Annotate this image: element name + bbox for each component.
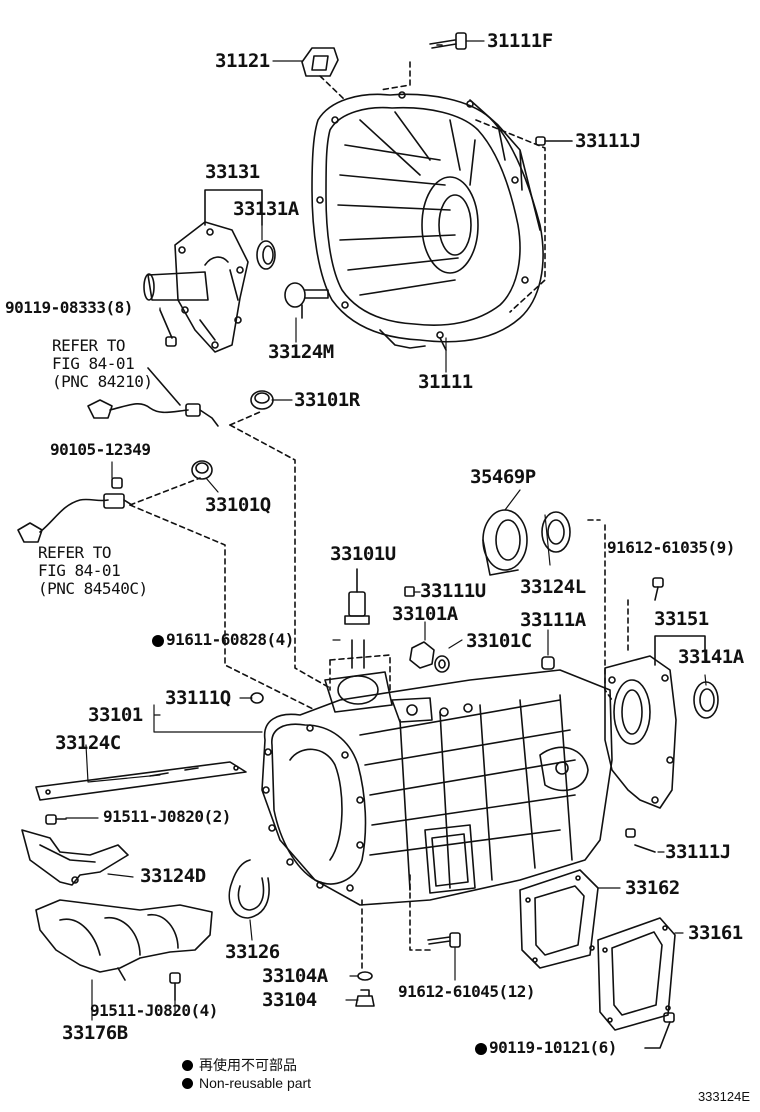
part-label-33124c: 33124C [55, 732, 121, 754]
pin-33111j-right-shape [625, 828, 656, 853]
part-label-31111f: 31111F [487, 30, 553, 52]
legend-line-japanese: 再使用不可部品 [182, 1055, 297, 1075]
reference-note-84540c: REFER TO FIG 84-01 (PNC 84540C) [38, 544, 148, 598]
reference-line-1: REFER TO [52, 336, 126, 355]
part-label-33124m: 33124M [268, 341, 334, 363]
plate-33124c-shape [35, 761, 247, 801]
bolt-91612-61045-shape [427, 932, 461, 948]
washer-33104a-shape [357, 971, 373, 981]
part-label-33101a: 33101A [392, 603, 458, 625]
seal-35469p-shape [482, 509, 528, 576]
part-label-90119-10121: 90119-10121(6) [475, 1040, 617, 1056]
part-label-33101c: 33101C [466, 630, 532, 652]
legend-line-english: Non-reusable part [182, 1075, 311, 1091]
cover-33176b-shape [35, 899, 213, 981]
part-label-33101r: 33101R [294, 389, 360, 411]
seal-33124l-shape [541, 511, 571, 553]
non-reusable-dot-icon [182, 1060, 193, 1071]
part-label-33101: 33101 [88, 704, 143, 726]
part-label-33111j-right: 33111J [665, 841, 731, 863]
part-label-33124l: 33124L [520, 576, 586, 598]
part-label-33104a: 33104A [262, 965, 328, 987]
part-label-33101q: 33101Q [205, 494, 271, 516]
oil-seal-33131a-shape [256, 240, 276, 270]
cap-33111u-shape [404, 586, 415, 597]
bolt-31111f-shape [379, 32, 467, 91]
part-number-text: 90119-10121(6) [489, 1038, 617, 1057]
reference-note-84210: REFER TO FIG 84-01 (PNC 84210) [52, 336, 153, 391]
part-label-90119-08333: 90119-08333(8) [5, 298, 133, 317]
nut-33101a-shape [409, 641, 435, 669]
plug-33111q-shape [250, 692, 264, 704]
transmission-case-33101-shape [261, 568, 613, 906]
non-reusable-dot-icon [182, 1078, 193, 1089]
non-reusable-dot-icon [475, 1042, 487, 1055]
part-label-91511-j0820-4: 91511-J0820(4) [90, 1001, 218, 1020]
shaft-33124m-shape [284, 282, 329, 319]
part-label-35469p: 35469P [470, 466, 536, 488]
reference-line-2: FIG 84-01 [52, 353, 135, 373]
oil-seal-33141a-shape [693, 681, 719, 719]
part-label-31111: 31111 [418, 371, 473, 393]
part-label-33111q: 33111Q [165, 687, 231, 709]
reference-line-2: FIG 84-01 [38, 560, 121, 580]
figure-code: 333124E [697, 1089, 750, 1104]
part-label-33126: 33126 [225, 941, 280, 963]
part-label-33131: 33131 [205, 161, 260, 183]
bolt-91612-61035-shape [652, 577, 664, 601]
clutch-housing-shape [311, 91, 544, 351]
part-label-33151: 33151 [654, 608, 709, 630]
pin-33111a-shape [541, 656, 555, 670]
reference-line-1: REFER TO [38, 543, 112, 562]
gasket-33162-shape [519, 869, 599, 969]
part-label-91612-61035: 91612-61035(9) [607, 538, 735, 557]
sensor-84540c-shape [17, 477, 133, 543]
part-label-91511-j0820-2: 91511-J0820(2) [103, 807, 231, 826]
non-reusable-dot-icon [152, 634, 164, 647]
part-label-33111a: 33111A [520, 609, 586, 631]
part-label-33141a: 33141A [678, 646, 744, 668]
part-label-33111u: 33111U [420, 580, 486, 602]
pin-33111j-top-shape [475, 119, 573, 313]
part-label-91611-60828: 91611-60828(4) [152, 632, 294, 648]
legend-text-japanese: 再使用不可部品 [199, 1057, 297, 1073]
bolt-91511-j0820-4-shape [169, 972, 181, 1001]
sensor-84210-shape [87, 367, 219, 427]
reference-line-3: (PNC 84210) [52, 371, 153, 391]
cover-33161-shape [597, 917, 676, 1031]
bolt-90119-10121-shape [644, 1012, 675, 1049]
part-label-33161: 33161 [688, 922, 743, 944]
part-label-33101u: 33101U [330, 543, 396, 565]
plug-31121-shape [301, 47, 346, 101]
part-label-91612-61045: 91612-61045(12) [398, 982, 536, 1001]
part-label-33131a: 33131A [233, 198, 299, 220]
bolt-91511-j0820-2-shape [45, 814, 67, 825]
leader-lines [65, 40, 707, 1021]
part-label-33104: 33104 [262, 989, 317, 1011]
plug-33101q-shape [129, 460, 316, 711]
part-label-33176b: 33176B [62, 1022, 128, 1044]
part-label-33111j-top: 33111J [575, 130, 641, 152]
plug-33104-shape [355, 989, 375, 1007]
part-number-text: 91611-60828(4) [166, 630, 294, 649]
part-label-33162: 33162 [625, 877, 680, 899]
part-label-90105-12349: 90105-12349 [50, 440, 151, 459]
reference-line-3: (PNC 84540C) [38, 578, 148, 598]
legend-text-english: Non-reusable part [199, 1075, 312, 1091]
ring-33101c-shape [434, 655, 450, 673]
bracket-33124d-shape [21, 829, 129, 886]
bolt-90119-08333-shape [159, 309, 177, 347]
part-label-33124d: 33124D [140, 865, 206, 887]
bearing-retainer-33131-shape [143, 189, 263, 353]
part-label-31121: 31121 [215, 50, 270, 72]
extension-housing-33151-shape [604, 635, 706, 809]
snap-ring-33126-shape [228, 859, 270, 919]
